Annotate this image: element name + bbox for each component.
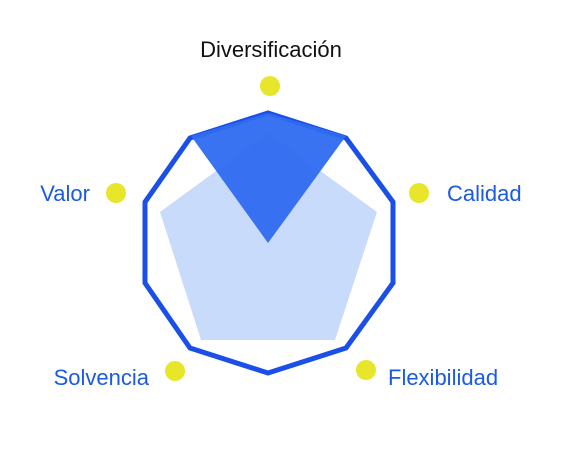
dot-flexibilidad[interactable] — [356, 360, 376, 380]
label-calidad: Calidad — [447, 181, 522, 206]
outer-decagon — [142, 110, 396, 376]
highlight-segment[interactable] — [191, 113, 346, 243]
label-valor: Valor — [40, 181, 90, 206]
dot-calidad[interactable] — [409, 183, 429, 203]
dot-valor[interactable] — [106, 183, 126, 203]
dot-solvencia[interactable] — [165, 361, 185, 381]
label-diversificacion: Diversificación — [200, 37, 342, 62]
label-flexibilidad: Flexibilidad — [388, 365, 498, 390]
label-solvencia: Solvencia — [54, 365, 150, 390]
dot-diversificacion[interactable] — [260, 76, 280, 96]
